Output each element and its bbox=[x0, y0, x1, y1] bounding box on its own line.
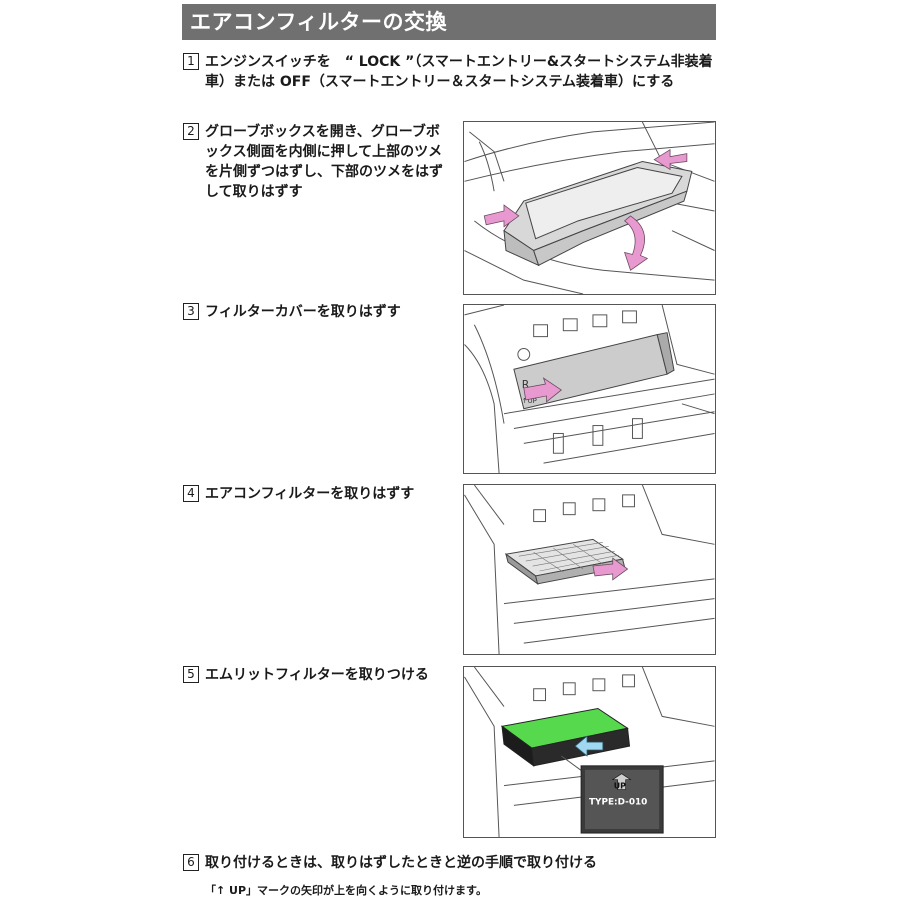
step-2: 2 グローブボックスを開き、グローブボックス側面を内側に押して上部のツメを片側ず… bbox=[183, 122, 461, 206]
cover-up-label: ↑UP bbox=[522, 397, 537, 405]
step-number: 4 bbox=[183, 485, 199, 502]
step-number: 5 bbox=[183, 666, 199, 683]
filter-removal-illustration bbox=[463, 484, 716, 655]
badge-up-label: UP bbox=[614, 782, 626, 791]
glovebox-removal-illustration bbox=[463, 121, 716, 295]
install-note: 「↑ UP」マークの矢印が上を向くように取り付けます。 bbox=[205, 884, 487, 897]
page-title: エアコンフィルターの交換 bbox=[182, 4, 716, 40]
step-text: グローブボックスを開き、グローブボックス側面を内側に押して上部のツメを片側ずつは… bbox=[205, 124, 443, 200]
filter-cover-illustration: R ↑UP bbox=[463, 304, 716, 474]
step-text: 取り付けるときは、取りはずしたときと逆の手順で取り付ける bbox=[205, 855, 597, 871]
cover-r-label: R bbox=[522, 378, 530, 391]
step-number: 2 bbox=[183, 123, 199, 140]
badge-type-label: TYPE:D-010 bbox=[589, 797, 647, 807]
step-4: 4 エアコンフィルターを取りはずす bbox=[183, 484, 461, 504]
step-text: エムリットフィルターを取りつける bbox=[205, 667, 429, 683]
step-number: 6 bbox=[183, 854, 199, 871]
step-3: 3 フィルターカバーを取りはずす bbox=[183, 302, 461, 322]
step-1: 1 エンジンスイッチを “ LOCK ”（スマートエントリー&スタートシステム非… bbox=[183, 52, 723, 116]
step-number: 3 bbox=[183, 303, 199, 320]
step-5: 5 エムリットフィルターを取りつける bbox=[183, 665, 461, 685]
step-text: エアコンフィルターを取りはずす bbox=[205, 486, 415, 502]
step-6: 6 取り付けるときは、取りはずしたときと逆の手順で取り付ける bbox=[183, 853, 723, 873]
step-text: エンジンスイッチを “ LOCK ”（スマートエントリー&スタートシステム非装着… bbox=[205, 54, 713, 90]
step-number: 1 bbox=[183, 53, 199, 70]
emrit-filter-install-illustration: UP TYPE:D-010 bbox=[463, 666, 716, 838]
step-text: フィルターカバーを取りはずす bbox=[205, 304, 401, 320]
